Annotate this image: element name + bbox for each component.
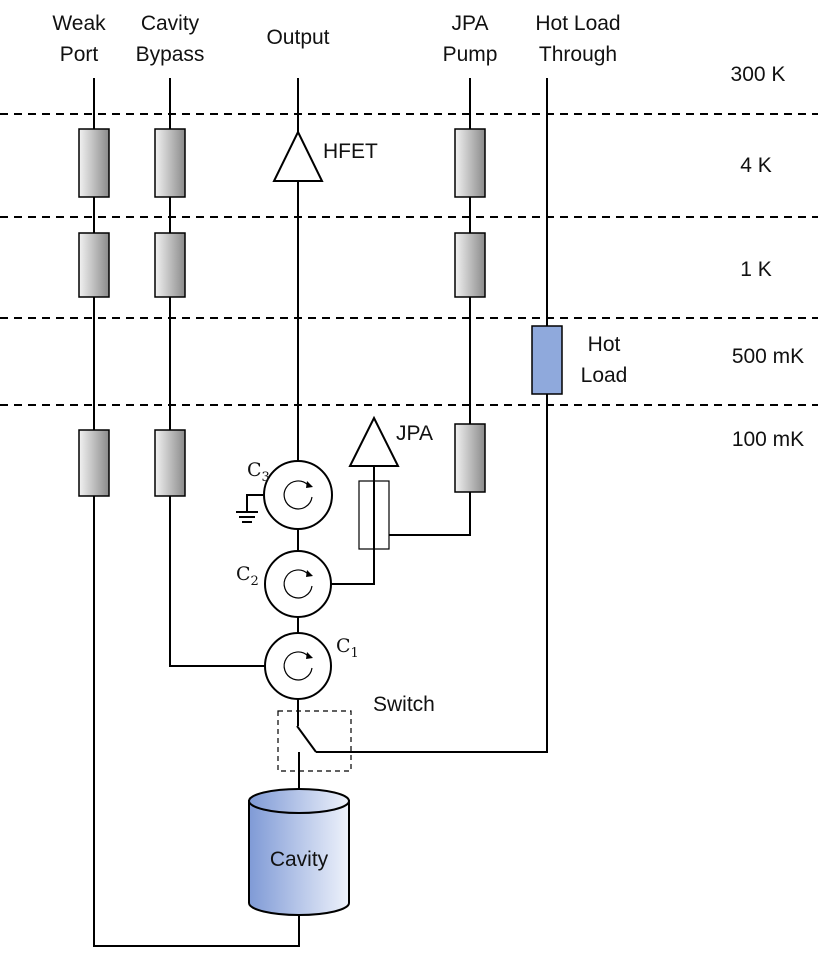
stage-label-300k: 300 K (731, 63, 786, 86)
attenuator-icon (154, 232, 186, 298)
switch-boundary (277, 710, 352, 772)
switch-icon (296, 725, 317, 753)
c3-label: C3 (247, 459, 270, 485)
attenuator-icon (78, 128, 110, 198)
switch-label: Switch (373, 693, 435, 716)
output-line: HFET (272, 78, 378, 463)
hfet-label: HFET (323, 140, 378, 163)
cavity-label: Cavity (270, 848, 329, 871)
cavity-top (248, 788, 350, 814)
attenuator-icon (454, 423, 486, 493)
triangle-amplifier-icon (272, 129, 324, 182)
attenuator-icon (78, 232, 110, 298)
attenuator-icon (78, 429, 110, 497)
cylinder-cavity-icon (248, 800, 350, 916)
circulator-icon (263, 460, 333, 530)
attenuator-icon (454, 232, 486, 298)
jpa-assembly: JPA (331, 415, 433, 585)
cavity: Cavity (248, 788, 350, 916)
circulator-arrow-icon (283, 651, 313, 681)
jpa-label: JPA (396, 422, 433, 445)
attenuator-icon (154, 128, 186, 198)
triangle-amplifier-icon (348, 415, 400, 467)
circulator-arrow-icon (283, 569, 313, 599)
label-output: Output (266, 26, 329, 49)
attenuator-icon (154, 429, 186, 497)
hot-load-icon (531, 325, 563, 395)
circulator-arrow-icon (283, 480, 313, 510)
cavity-bypass-line (154, 78, 266, 667)
stage-label-1k: 1 K (740, 258, 772, 281)
stage-label-500mk: 500 mK (732, 345, 804, 368)
circulator-icon (264, 550, 332, 618)
attenuator-icon (454, 128, 486, 198)
c2-label: C2 (236, 563, 259, 589)
circulator-c1: C1 (264, 617, 359, 700)
switch: Switch (277, 693, 435, 790)
stage-label-4k: 4 K (740, 154, 772, 177)
stage-label-100mk: 100 mK (732, 428, 804, 451)
weak-port-line (78, 78, 300, 947)
jpa-pump-line (374, 78, 486, 536)
circulator-icon (264, 632, 332, 700)
circulator-c2: C2 (236, 529, 332, 618)
circulator-c3: C3 (236, 459, 333, 530)
c1-label: C1 (336, 635, 359, 661)
